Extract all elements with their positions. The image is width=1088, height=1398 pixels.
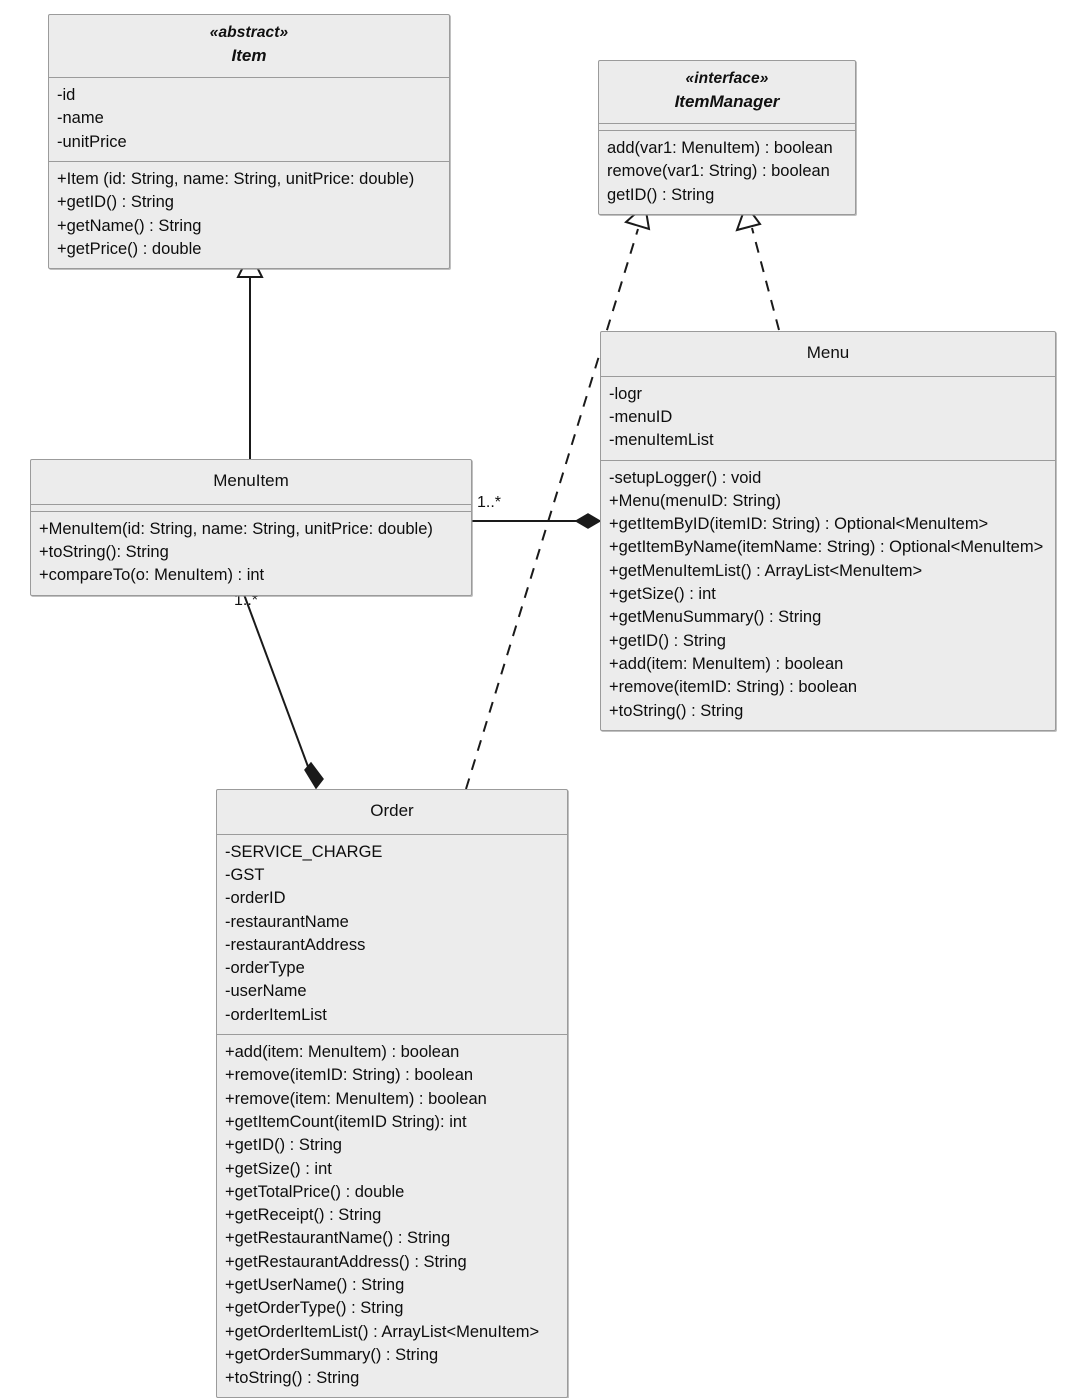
method-row: +getPrice() : double — [57, 239, 202, 258]
method-row: +toString() : String — [609, 701, 744, 720]
class-header-menuitem: MenuItem — [31, 460, 471, 504]
method-row: +add(item: MenuItem) : boolean — [609, 654, 844, 673]
method-row: +getMenuItemList() : ArrayList<MenuItem> — [609, 561, 923, 580]
attribute-row: -unitPrice — [57, 132, 127, 151]
class-header-item: «abstract» Item — [49, 15, 449, 77]
multiplicity-order-side: 1..* — [234, 592, 259, 609]
method-row: +compareTo(o: MenuItem) : int — [39, 566, 265, 585]
attribute-row: -menuID — [609, 407, 673, 426]
method-row: +remove(itemID: String) : boolean — [609, 678, 858, 697]
method-row: +getMenuSummary() : String — [609, 608, 822, 627]
attribute-row: -GST — [225, 865, 265, 884]
method-row: +getItemCount(itemID String): int — [225, 1112, 467, 1131]
method-row: +getRestaurantName() : String — [225, 1229, 451, 1248]
realization-menu-to-itemmanager — [735, 202, 780, 331]
class-title: MenuItem — [213, 471, 289, 490]
method-row: -setupLogger() : void — [609, 468, 762, 487]
method-row: +remove(item: MenuItem) : boolean — [225, 1089, 487, 1108]
class-header-itemmanager: «interface» ItemManager — [599, 61, 855, 123]
method-row: +getItemByID(itemID: String) : Optional<… — [609, 515, 989, 534]
attribute-row: -orderType — [225, 959, 305, 978]
method-row: remove(var1: String) : boolean — [607, 162, 830, 181]
multiplicity-menu-side: 1..* — [477, 494, 502, 511]
attributes-compartment-item: -id -name -unitPrice — [49, 77, 449, 161]
method-row: +Item (id: String, name: String, unitPri… — [57, 170, 415, 188]
class-box-menu[interactable]: Menu -logr -menuID -menuItemList -setupL… — [600, 331, 1056, 731]
method-row: +add(item: MenuItem) : boolean — [225, 1043, 460, 1062]
class-stereotype: «interface» — [685, 70, 769, 87]
attribute-row: -name — [57, 109, 104, 128]
method-row: +getOrderSummary() : String — [225, 1345, 439, 1364]
method-row: +getRestaurantAddress() : String — [225, 1252, 467, 1271]
class-box-item[interactable]: «abstract» Item -id -name -unitPrice +It… — [48, 14, 450, 270]
method-row: +getItemByName(itemName: String) : Optio… — [609, 538, 1044, 557]
class-title: Item — [231, 46, 267, 66]
class-title: Menu — [806, 343, 850, 362]
methods-compartment-item: +Item (id: String, name: String, unitPri… — [49, 161, 449, 268]
method-row: +getReceipt() : String — [225, 1206, 382, 1225]
class-title: Order — [370, 801, 414, 820]
attribute-row: -id — [57, 86, 76, 105]
attribute-row: -orderID — [225, 889, 286, 908]
class-box-menuitem[interactable]: MenuItem +MenuItem(id: String, name: Str… — [30, 459, 472, 596]
methods-compartment-order: +add(item: MenuItem) : boolean +remove(i… — [217, 1034, 567, 1397]
composition-order-to-menuitem — [238, 580, 324, 790]
class-box-order[interactable]: Order -SERVICE_CHARGE -GST -orderID -res… — [216, 789, 568, 1398]
class-title: ItemManager — [674, 92, 780, 112]
method-row: add(var1: MenuItem) : boolean — [607, 139, 833, 158]
attribute-row: -orderItemList — [225, 1005, 327, 1024]
generalization-menuitem-to-item — [236, 250, 264, 461]
method-row: getID() : String — [607, 185, 715, 204]
method-row: +getSize() : int — [609, 585, 716, 604]
method-row: +getID() : String — [225, 1136, 342, 1155]
attribute-row: -restaurantName — [225, 912, 349, 931]
method-row: +getUserName() : String — [225, 1275, 405, 1294]
method-row: +getOrderItemList() : ArrayList<MenuItem… — [225, 1322, 540, 1341]
method-row: +getTotalPrice() : double — [225, 1182, 405, 1201]
method-row: +getID() : String — [609, 631, 726, 650]
method-row: +toString() : String — [225, 1369, 360, 1388]
method-row: +toString(): String — [39, 542, 169, 561]
method-row: +getOrderType() : String — [225, 1299, 404, 1318]
class-box-itemmanager[interactable]: «interface» ItemManager add(var1: MenuIt… — [598, 60, 856, 215]
class-stereotype: «abstract» — [209, 24, 289, 41]
method-row: +getSize() : int — [225, 1159, 332, 1178]
attributes-compartment-menuitem — [31, 503, 471, 511]
class-header-order: Order — [217, 790, 567, 834]
attribute-row: -menuItemList — [609, 431, 714, 450]
methods-compartment-menu: -setupLogger() : void +Menu(menuID: Stri… — [601, 459, 1055, 730]
class-header-menu: Menu — [601, 332, 1055, 376]
method-row: +Menu(menuID: String) — [609, 491, 781, 510]
attributes-compartment-itemmanager — [599, 123, 855, 130]
method-row: +remove(itemID: String) : boolean — [225, 1066, 474, 1085]
attribute-row: -logr — [609, 384, 643, 403]
methods-compartment-itemmanager: add(var1: MenuItem) : boolean remove(var… — [599, 130, 855, 214]
attribute-row: -userName — [225, 982, 307, 1001]
methods-compartment-menuitem: +MenuItem(id: String, name: String, unit… — [31, 510, 471, 595]
method-row: +getName() : String — [57, 216, 202, 235]
attributes-compartment-menu: -logr -menuID -menuItemList — [601, 375, 1055, 460]
method-row: +MenuItem(id: String, name: String, unit… — [39, 519, 433, 538]
attribute-row: -SERVICE_CHARGE — [225, 842, 383, 861]
method-row: +getID() : String — [57, 193, 174, 212]
composition-menu-to-menuitem — [472, 513, 602, 529]
attributes-compartment-order: -SERVICE_CHARGE -GST -orderID -restauran… — [217, 833, 567, 1034]
attribute-row: -restaurantAddress — [225, 935, 366, 954]
